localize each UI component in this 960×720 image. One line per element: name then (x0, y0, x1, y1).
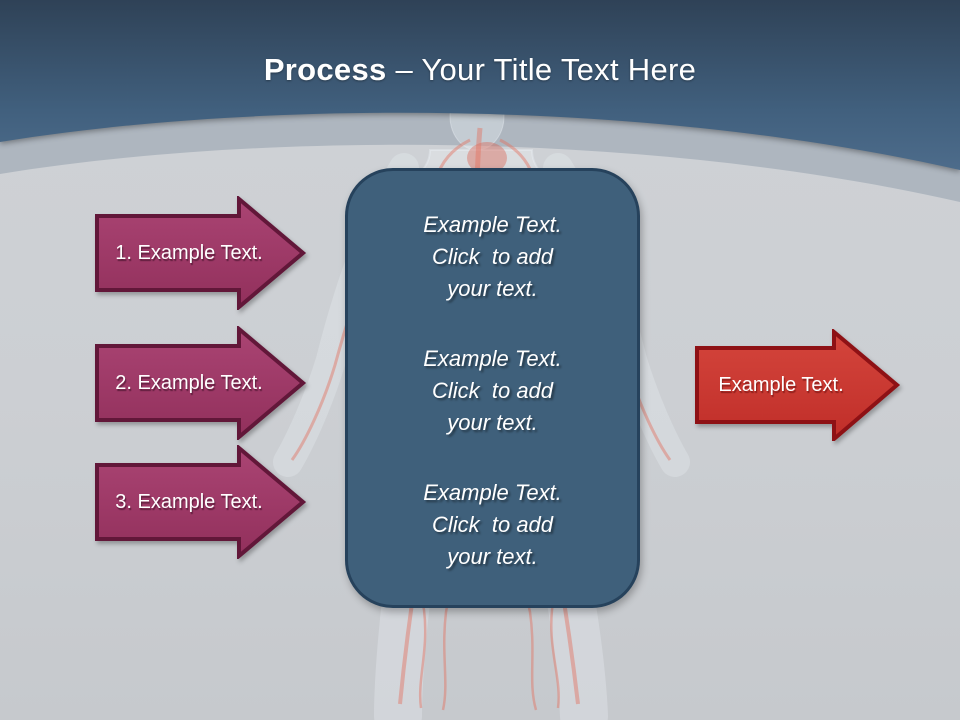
panel-paragraph-1[interactable]: Example Text. Click to add your text. (423, 212, 562, 301)
right-block-arrow-icon (95, 196, 307, 310)
title-emphasis: Process (263, 52, 387, 87)
panel-paragraph-2[interactable]: Example Text. Click to add your text. (423, 346, 562, 435)
panel-paragraph-3[interactable]: Example Text. Click to add your text. (423, 480, 562, 569)
result-arrow-label: Example Text. (718, 373, 844, 396)
process-arrow-1-label: 1. Example Text. (115, 241, 263, 264)
figure-heart (467, 142, 507, 174)
process-arrow-3-label: 3. Example Text. (115, 490, 263, 513)
slide-title[interactable]: Process – Your Title Text Here (0, 52, 960, 88)
right-block-arrow-icon (95, 326, 307, 440)
title-rest: – Your Title Text Here (386, 52, 697, 87)
process-arrow-1[interactable]: 1. Example Text. (95, 196, 307, 310)
center-text-panel[interactable]: Example Text. Click to add your text. Ex… (345, 168, 640, 608)
right-block-arrow-icon (695, 329, 901, 441)
result-arrow[interactable]: Example Text. (695, 329, 901, 441)
process-arrow-2[interactable]: 2. Example Text. (95, 326, 307, 440)
process-arrow-3[interactable]: 3. Example Text. (95, 445, 307, 559)
right-block-arrow-icon (95, 445, 307, 559)
process-arrow-2-label: 2. Example Text. (115, 371, 263, 394)
